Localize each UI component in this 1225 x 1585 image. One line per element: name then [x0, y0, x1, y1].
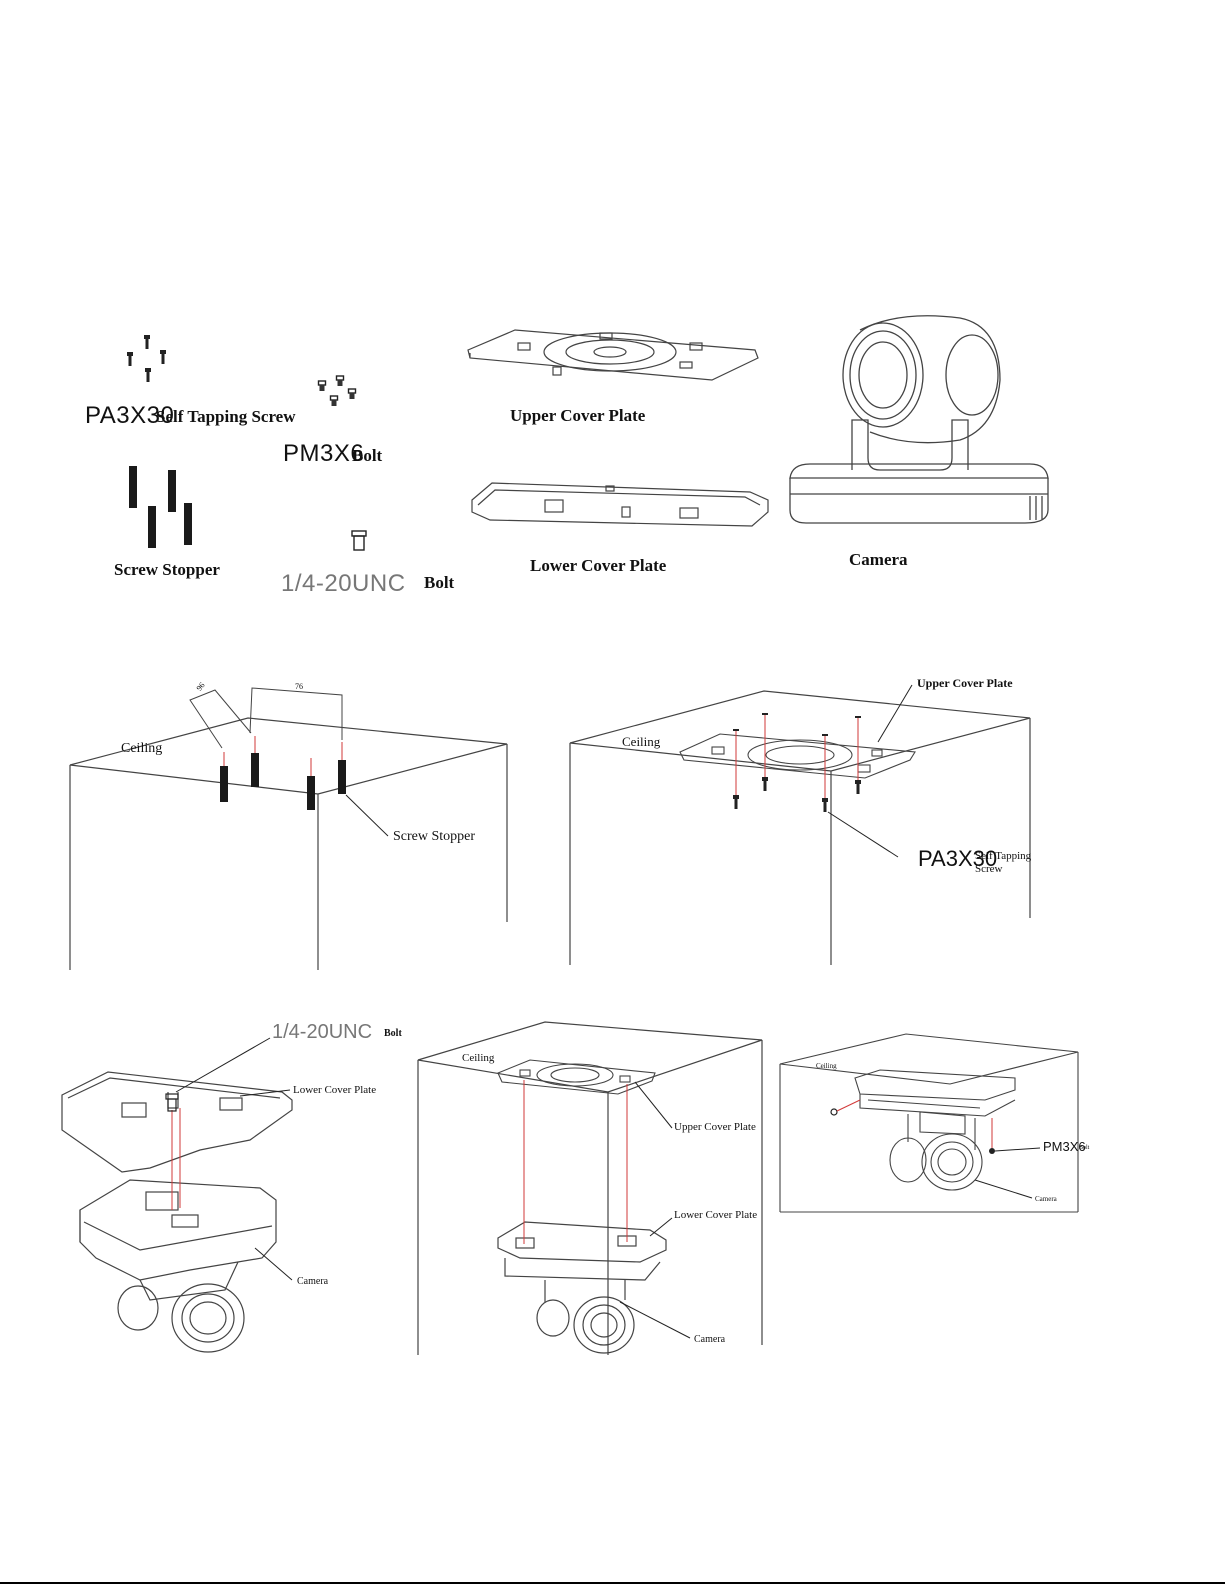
step2-screw-code: PA3X30	[918, 846, 998, 871]
screw-stoppers-group	[129, 466, 192, 548]
step3-camera-label: Camera	[297, 1276, 329, 1287]
screw-icon	[127, 352, 133, 366]
bottom-rule	[0, 1582, 1225, 1584]
step2-screws	[733, 713, 861, 812]
step2-screw-desc-2: Screw	[975, 863, 1003, 875]
step5-leaders	[974, 1147, 1041, 1199]
step4-leaders	[619, 1081, 691, 1339]
step4-lower-plate-label: Lower Cover Plate	[674, 1209, 758, 1221]
step1-leader	[345, 794, 389, 837]
lower-cover-plate-label: Lower Cover Plate	[530, 556, 667, 575]
step3-holes	[171, 1108, 181, 1210]
step3-unc-code: 1/4-20UNC	[272, 1021, 373, 1043]
bolt-icon	[335, 375, 345, 387]
stopper-icon	[148, 506, 156, 548]
step4-lower-assembly	[497, 1221, 667, 1354]
step2-ceiling-label: Ceiling	[622, 734, 661, 749]
step5-camera	[854, 1069, 1016, 1191]
step5-bolts	[830, 1099, 995, 1154]
step1-screw-stopper-label: Screw Stopper	[393, 829, 476, 844]
step4-camera-label: Camera	[694, 1334, 726, 1345]
stopper-icon	[168, 470, 176, 512]
step5-camera-label: Camera	[1035, 1195, 1057, 1203]
screw-icon	[144, 335, 150, 349]
step1-dim-top: 76	[295, 682, 303, 691]
screw-icon	[160, 350, 166, 364]
step1-ceiling-label: Ceiling	[121, 741, 163, 756]
camera-label: Camera	[849, 550, 908, 569]
step3-camera	[79, 1179, 277, 1353]
step5-pm3x6-desc: Bolt	[1079, 1145, 1090, 1151]
step2-leaders	[827, 684, 913, 858]
step2-upper-plate	[679, 733, 916, 779]
step4-ceiling-box	[417, 1021, 763, 1355]
pa3x30-screws-group	[127, 335, 166, 382]
step5-pm3x6-code: PM3X6	[1043, 1139, 1086, 1154]
step4-upper-plate-label: Upper Cover Plate	[674, 1121, 756, 1133]
step2-ceiling-box	[569, 690, 1031, 965]
pa3x30-desc: Self Tapping Screw	[156, 407, 296, 426]
step3-unc-desc: Bolt	[384, 1028, 402, 1039]
bolt-icon	[347, 388, 357, 400]
stopper-icon	[129, 466, 137, 508]
bolt-icon	[317, 380, 327, 392]
step5-ceiling-label: Ceiling	[816, 1062, 837, 1070]
screw-stopper-label: Screw Stopper	[114, 560, 220, 579]
step5-ceiling-box	[779, 1033, 1079, 1213]
screw-icon	[145, 368, 151, 382]
upper-cover-plate-drawing	[467, 329, 759, 381]
step1-dimension-lines	[189, 687, 343, 749]
pm3x6-bolts-group	[317, 375, 357, 407]
upper-cover-plate-label: Upper Cover Plate	[510, 406, 646, 425]
pm3x6-code: PM3X6	[283, 440, 365, 467]
pm3x6-desc: Bolt	[352, 446, 383, 465]
lower-cover-plate-drawing	[471, 482, 769, 527]
step1-stoppers	[220, 736, 346, 810]
camera-drawing	[789, 315, 1049, 524]
step4-holes	[523, 1080, 628, 1244]
step3-lower-plate-label: Lower Cover Plate	[293, 1084, 377, 1096]
step4-ceiling-label: Ceiling	[462, 1052, 495, 1064]
unc-code: 1/4-20UNC	[281, 570, 406, 597]
step3-leaders	[175, 1037, 293, 1281]
unc-bolt-icon	[351, 530, 367, 551]
pa3x30-code: PA3X30	[85, 402, 175, 429]
step1-ceiling-box	[69, 717, 508, 970]
unc-desc: Bolt	[424, 573, 455, 592]
step3-lower-plate	[61, 1071, 293, 1173]
bolt-icon	[329, 395, 339, 407]
step2-upper-plate-label: Upper Cover Plate	[917, 676, 1013, 690]
step2-screw-desc-1: Self Tapping	[975, 850, 1032, 862]
step3-unc-bolt	[165, 1093, 179, 1112]
stopper-icon	[184, 503, 192, 545]
step4-upper-plate	[497, 1059, 656, 1095]
